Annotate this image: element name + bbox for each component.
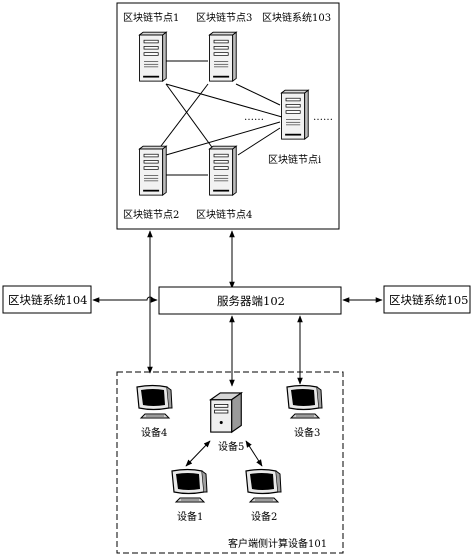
- blockchain-node-3-icon: [209, 31, 237, 82]
- device4-monitor-icon: [136, 384, 173, 419]
- device3-monitor-icon: [286, 384, 323, 419]
- node-i-label: 区块链节点i: [268, 153, 321, 166]
- blockchain-system-103: 区块链系统103 区块链节点1 区块链节点3 …… …… 区块链节点i 区块链节…: [116, 2, 340, 230]
- device5-desktop-pc-icon: [210, 392, 242, 433]
- node3-label: 区块链节点3: [196, 11, 252, 24]
- blockchain-node-4-icon: [209, 145, 237, 196]
- blockchain-node-i-icon: [281, 89, 309, 140]
- device2-monitor-icon: [245, 468, 282, 503]
- client-device-group-title: 客户端侧计算设备101: [228, 537, 327, 550]
- device3-label: 设备3: [294, 426, 320, 439]
- blockchain-system-104-box: [2, 285, 92, 314]
- node2-label: 区块链节点2: [123, 208, 179, 221]
- server-label: 服务器端102: [217, 294, 285, 308]
- device1-label: 设备1: [177, 510, 203, 523]
- blockchain-system-105-label: 区块链系统105: [389, 293, 468, 307]
- server-box: [158, 286, 342, 315]
- device1-monitor-icon: [171, 468, 208, 503]
- ellipsis-right: ……: [313, 112, 333, 123]
- blockchain-system-104-label: 区块链系统104: [8, 293, 87, 307]
- node4-label: 区块链节点4: [196, 208, 252, 221]
- node1-label: 区块链节点1: [123, 11, 179, 24]
- blockchain-node-1-icon: [139, 31, 167, 82]
- link-device5-to-device2: [245, 440, 263, 467]
- blockchain-system-103-title: 区块链系统103: [262, 11, 331, 24]
- link-device5-to-device1: [185, 440, 211, 467]
- device2-label: 设备2: [251, 510, 277, 523]
- blockchain-node-2-icon: [139, 145, 167, 196]
- device5-label: 设备5: [218, 440, 244, 453]
- ellipsis-left: ……: [244, 112, 264, 123]
- link-server-to-system104: [92, 296, 158, 303]
- node-mesh-edges: [157, 60, 283, 176]
- blockchain-system-105-box: [383, 285, 471, 314]
- device4-label: 设备4: [141, 426, 167, 439]
